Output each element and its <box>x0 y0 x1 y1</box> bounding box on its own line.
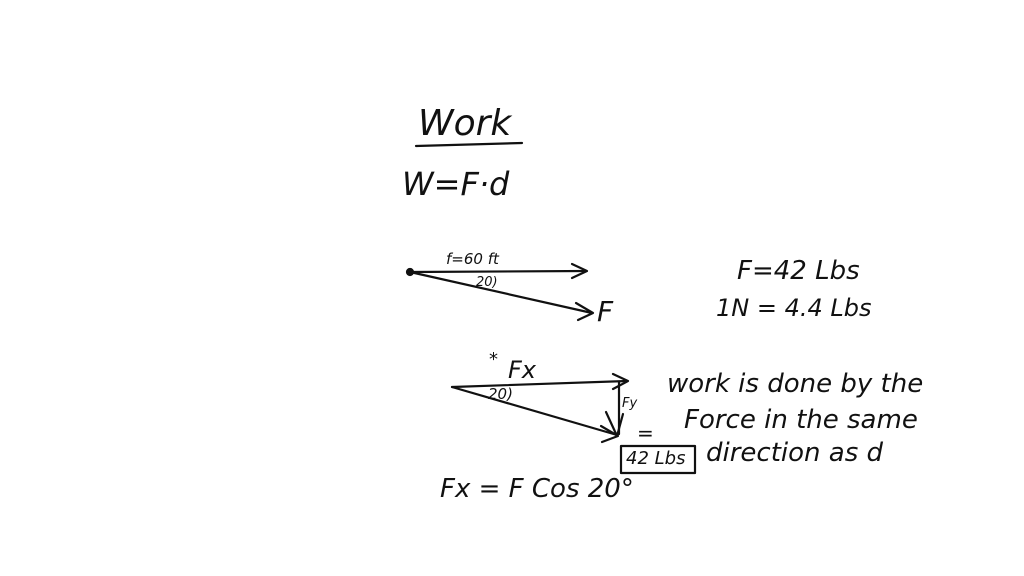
angle-label-1: 20) <box>476 275 498 290</box>
note-line-3: direction as d <box>706 438 884 468</box>
distance-arrowhead <box>570 262 589 280</box>
force-arrow <box>408 270 594 315</box>
fy-arrowhead <box>604 410 625 438</box>
title-underline <box>414 141 524 148</box>
fx-arrow <box>450 379 629 389</box>
distance-label: f=60 ft <box>446 250 499 268</box>
equals-sign: = <box>637 421 654 445</box>
fy-label: Fy <box>622 396 638 411</box>
note-line-1: work is done by the <box>667 369 924 399</box>
boxed-value: 42 Lbs <box>626 448 686 469</box>
given-force: F=42 Lbs <box>737 256 860 286</box>
distance-arrow <box>408 269 588 274</box>
angle-label-2: 20) <box>488 385 513 403</box>
note-line-2: Force in the same <box>684 405 918 435</box>
fx-label: Fx <box>508 356 537 384</box>
given-conversion: 1N = 4.4 Lbs <box>716 294 872 322</box>
value-box <box>619 444 697 475</box>
work-formula: W=F·d <box>402 165 510 203</box>
force-arrowhead <box>574 301 595 322</box>
page-title: Work <box>418 103 512 144</box>
resultant-arrow <box>450 385 619 437</box>
star-mark: * <box>489 349 498 370</box>
component-formula: Fx = F Cos 20° <box>440 474 634 504</box>
force-label: F <box>597 295 614 328</box>
